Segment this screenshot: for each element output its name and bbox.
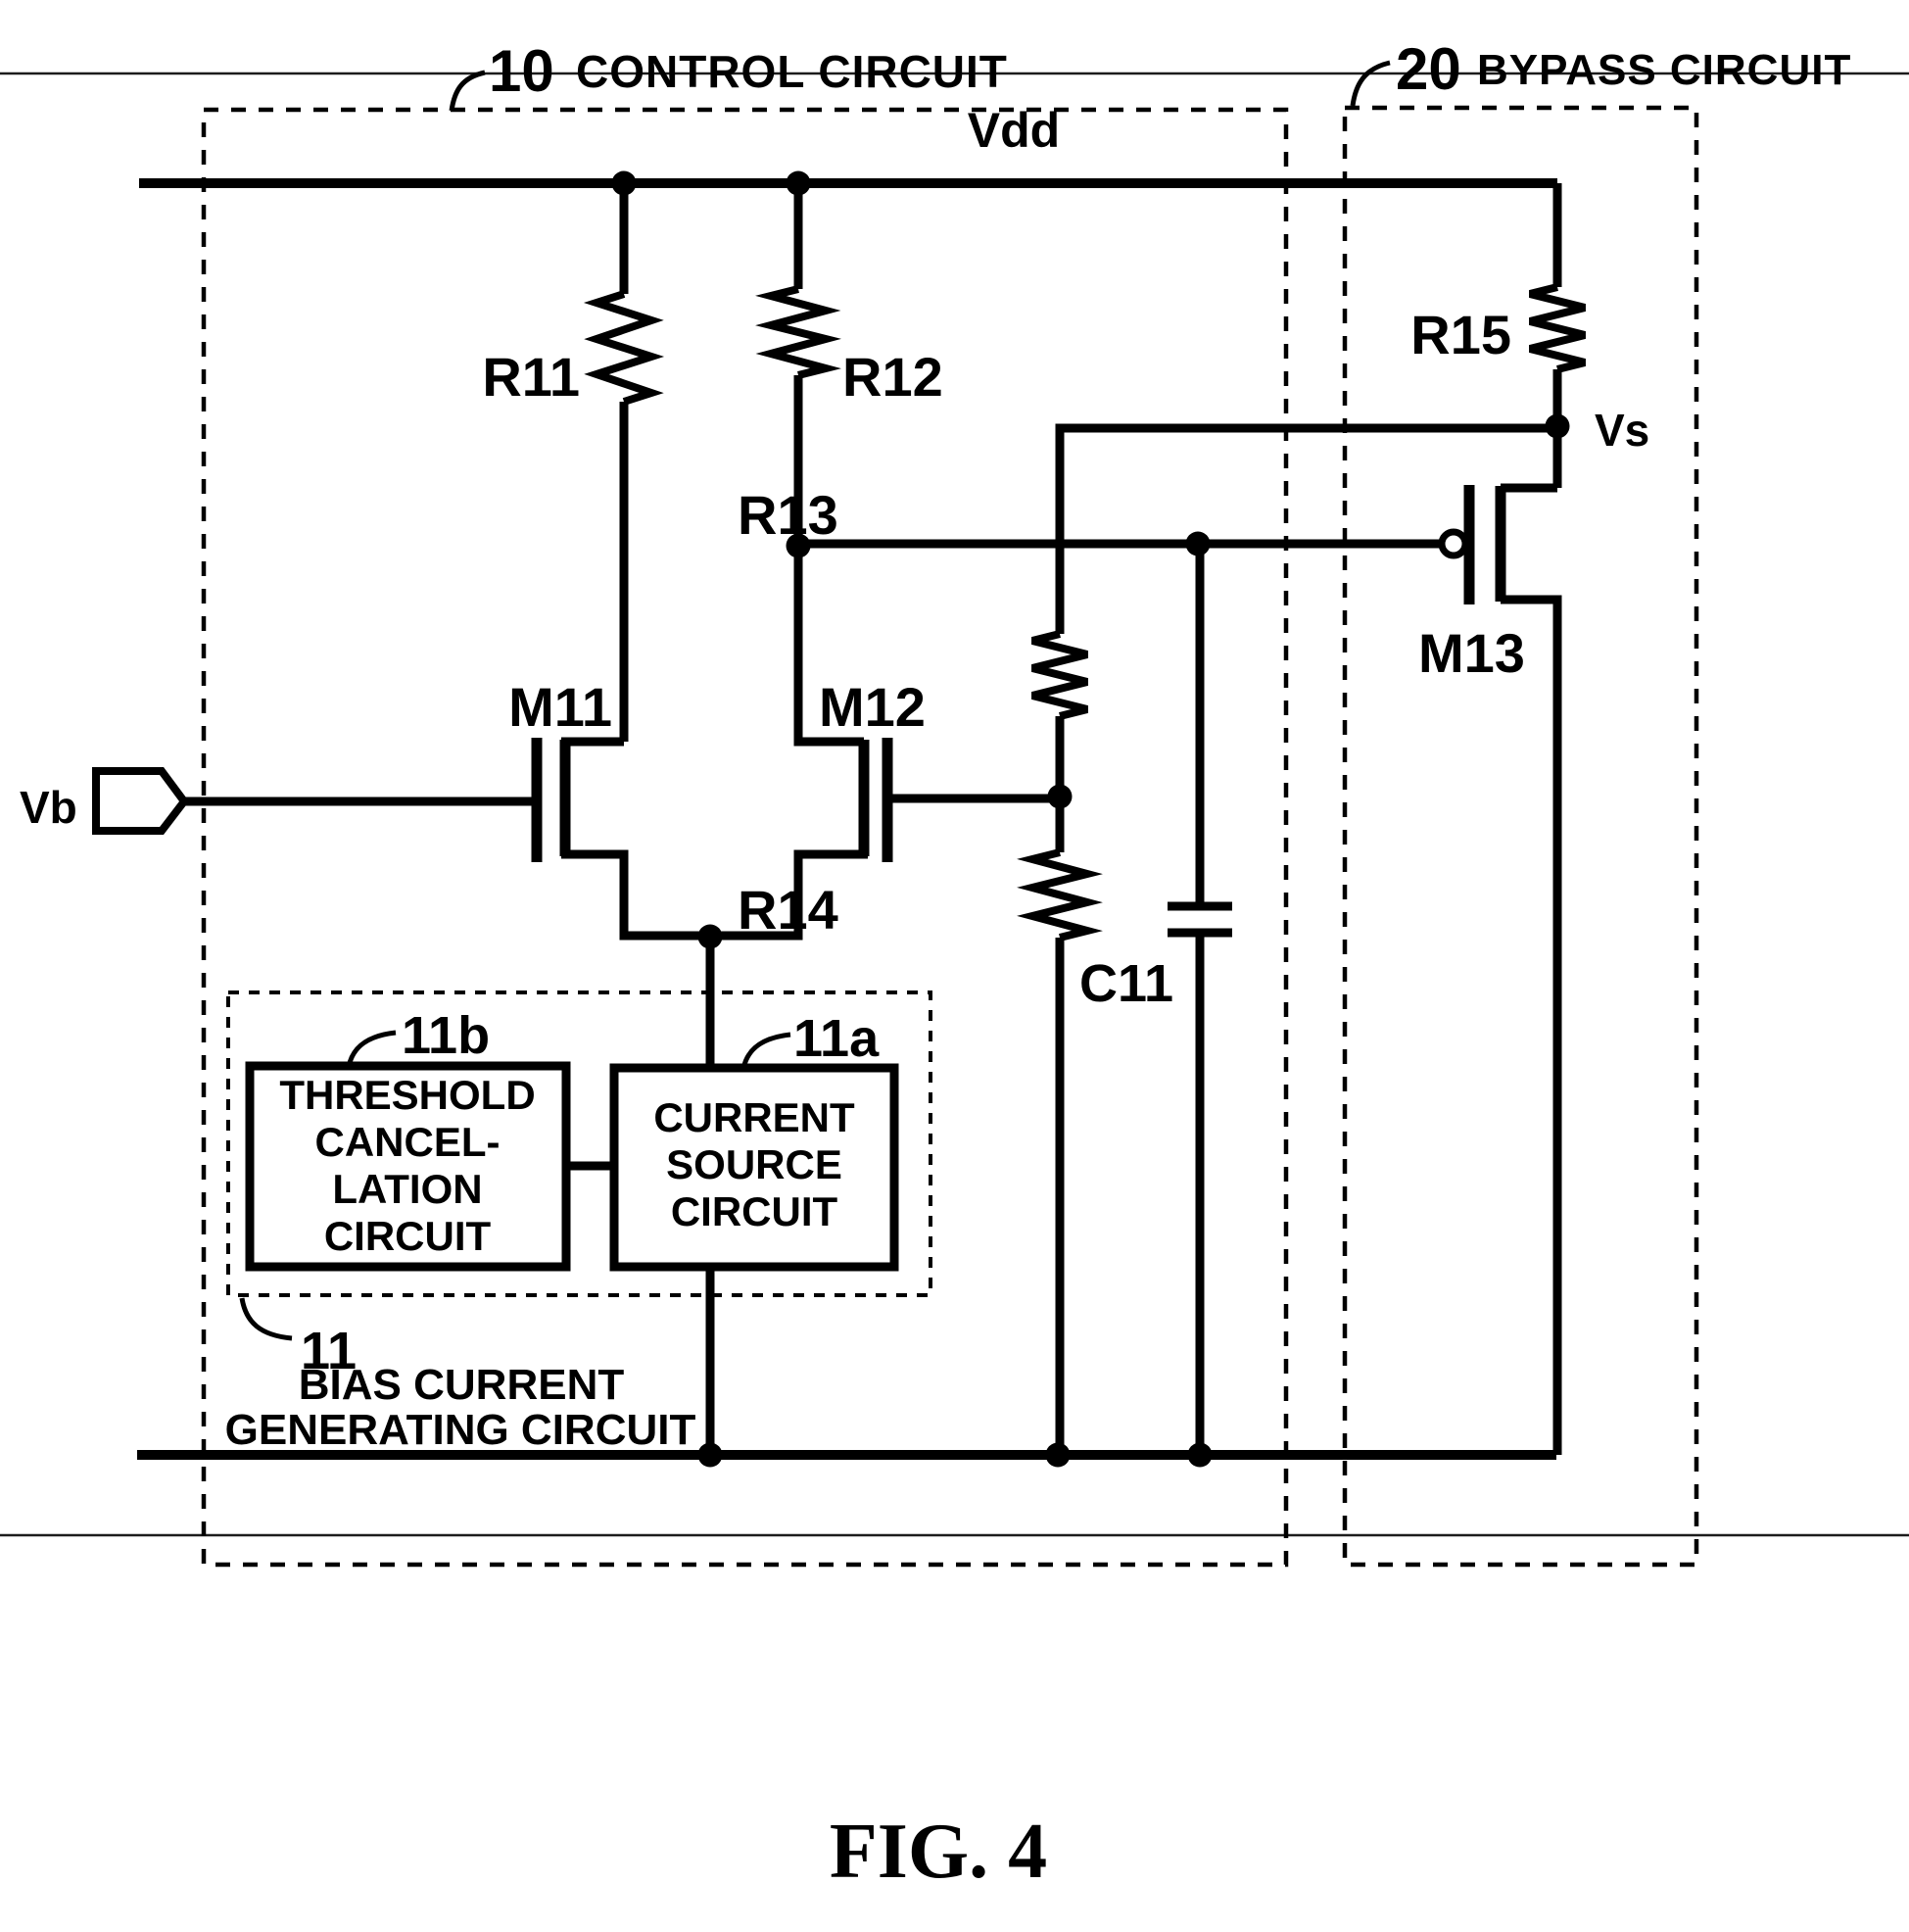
leader-ref-11 bbox=[239, 1297, 293, 1341]
current-source-box-line: CURRENT bbox=[653, 1094, 855, 1140]
r11-resistor bbox=[583, 290, 665, 406]
r14-label: R14 bbox=[738, 879, 838, 941]
ref-11a-label: 11a bbox=[793, 1009, 880, 1068]
bias-title-line1: BIAS CURRENT bbox=[299, 1361, 625, 1409]
bias-current-generating-boundary bbox=[226, 990, 932, 1297]
m13-drain-arm bbox=[1501, 595, 1562, 1455]
bias-title-line2: GENERATING CIRCUIT bbox=[225, 1406, 696, 1454]
r15-label: R15 bbox=[1410, 304, 1511, 365]
r12-label: R12 bbox=[842, 346, 943, 408]
junction-dot bbox=[1045, 1442, 1071, 1468]
vdd-label: Vdd bbox=[968, 103, 1060, 158]
junction-dot bbox=[786, 170, 811, 196]
junction-dot bbox=[786, 533, 811, 558]
r14-resistor bbox=[1017, 848, 1103, 942]
bypass-circuit-title: BYPASS CIRCUIT bbox=[1477, 46, 1851, 94]
threshold-box-line: LATION bbox=[332, 1166, 482, 1212]
threshold-box-text: THRESHOLD CANCEL- LATION CIRCUIT bbox=[279, 1072, 535, 1259]
r12-bottom-lead bbox=[793, 375, 864, 747]
leader-ref-10 bbox=[449, 70, 486, 112]
m11-label: M11 bbox=[508, 676, 612, 738]
r13-label: R13 bbox=[738, 484, 838, 546]
r11-label: R11 bbox=[482, 346, 580, 408]
c11-label: C11 bbox=[1079, 954, 1173, 1013]
vs-label: Vs bbox=[1595, 405, 1649, 456]
r12-resistor bbox=[755, 285, 841, 379]
threshold-box-line: CIRCUIT bbox=[324, 1213, 492, 1259]
junction-dot bbox=[697, 924, 723, 949]
junction-dot bbox=[1047, 784, 1073, 809]
vb-terminal-icon bbox=[92, 767, 190, 835]
vs-feedback-line bbox=[1055, 423, 1557, 634]
r13-resistor bbox=[1031, 630, 1088, 720]
m13-label: M13 bbox=[1418, 622, 1525, 684]
current-source-box-line: CIRCUIT bbox=[671, 1188, 838, 1234]
junction-dot bbox=[611, 170, 637, 196]
transistor-m11 bbox=[184, 737, 868, 941]
ref-10-label: 10 bbox=[489, 38, 554, 104]
junction-dots bbox=[611, 170, 1570, 1468]
control-circuit-boundary bbox=[201, 107, 1289, 1568]
threshold-box-line: THRESHOLD bbox=[279, 1072, 535, 1118]
leader-ref-20 bbox=[1350, 60, 1391, 107]
capacitor-c11 bbox=[1168, 544, 1232, 1455]
bypass-circuit-boundary bbox=[1342, 105, 1699, 1568]
m13-gate-bubble-icon bbox=[1438, 528, 1469, 559]
ref-20-label: 20 bbox=[1396, 36, 1461, 102]
m12-label: M12 bbox=[819, 676, 926, 738]
figure-caption: FIG. 4 bbox=[830, 1809, 1047, 1895]
leader-lines bbox=[239, 60, 1391, 1341]
control-circuit-title: CONTROL CIRCUIT bbox=[576, 46, 1008, 97]
threshold-box-line: CANCEL- bbox=[315, 1119, 501, 1165]
ref-11-label: 11 bbox=[301, 1322, 357, 1380]
leader-ref-11a bbox=[740, 1032, 791, 1070]
ref-11b-label: 11b bbox=[402, 1006, 490, 1065]
transistor-m13 bbox=[1438, 483, 1562, 1455]
junction-dot bbox=[1185, 531, 1211, 556]
junction-dot-vs bbox=[1545, 413, 1570, 439]
leader-ref-11b bbox=[346, 1030, 397, 1068]
transistor-m12 bbox=[858, 738, 1060, 862]
junction-dot bbox=[697, 1442, 723, 1468]
current-source-box-text: CURRENT SOURCE CIRCUIT bbox=[653, 1094, 855, 1234]
junction-dot bbox=[1187, 1442, 1213, 1468]
current-source-box-line: SOURCE bbox=[666, 1141, 842, 1187]
r15-resistor bbox=[1529, 283, 1586, 373]
vb-label: Vb bbox=[20, 782, 77, 833]
